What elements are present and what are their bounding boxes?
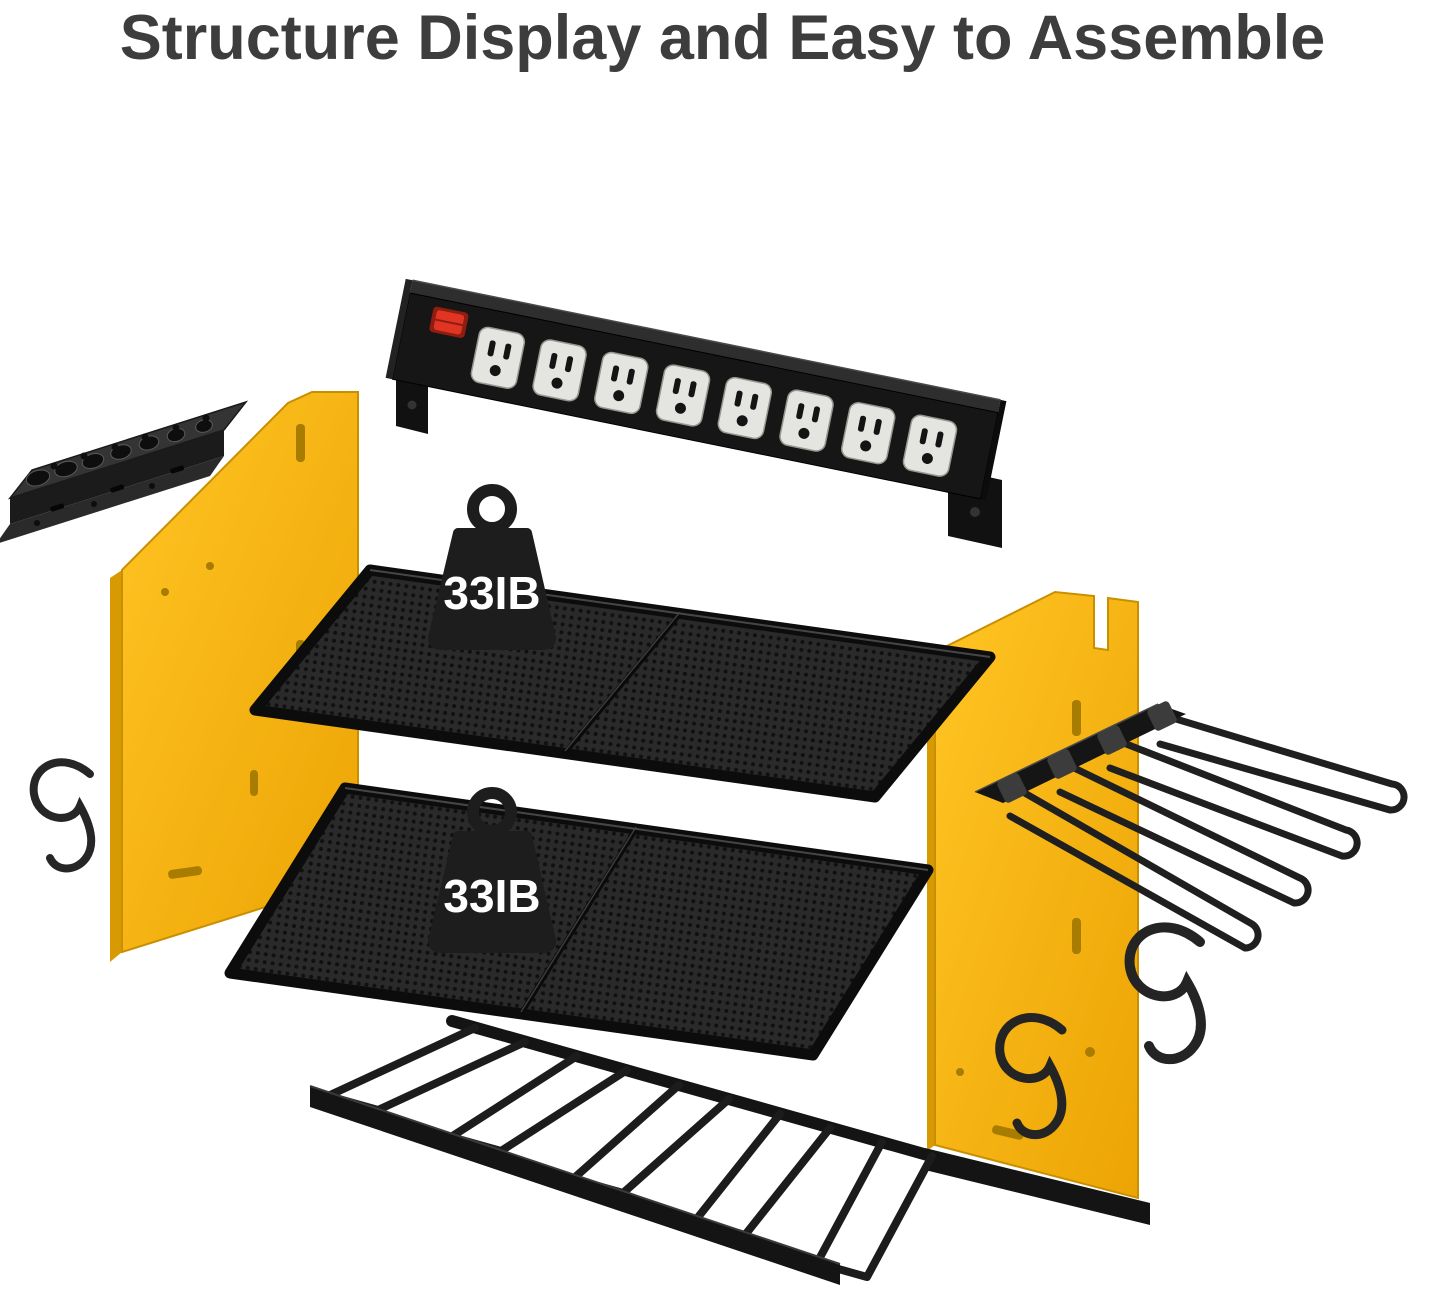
side-panel-left-fold [110, 570, 122, 962]
rack-bottom-loop-1 [324, 1024, 529, 1114]
rack-bottom-loop-3 [569, 1081, 733, 1197]
mesh-shelf-lower-brace-highlight [520, 826, 637, 1013]
mesh-shelf-lower-brace [518, 827, 639, 1016]
side-panel-right-fold [927, 652, 935, 1151]
weight-badge-lower-body [428, 831, 556, 953]
drill-bit-holder-big-holes [25, 419, 213, 487]
rack-bottom-top-bar [446, 1015, 944, 1164]
mesh-shelf-upper-brace [563, 612, 682, 755]
rack-bottom-channel [310, 1086, 840, 1285]
mesh-shelf-lower-rim [344, 787, 929, 871]
drill-bit-holder-lip-holes [34, 483, 155, 526]
power-strip-left-cap [385, 278, 413, 380]
rack-right-rail-highlight [974, 703, 1159, 793]
mesh-shelf-lower [224, 782, 934, 1061]
power-strip-right-cap [980, 399, 1007, 501]
drill-bit-holder-front [10, 430, 224, 524]
rack-right-mount-squares [997, 701, 1177, 803]
mesh-shelf-upper-brace-highlight [564, 611, 681, 752]
power-strip-top-edge [412, 279, 1001, 401]
weight-badge-lower-label: 33IB [443, 870, 540, 922]
side-panel-right-cutouts [956, 700, 1095, 1140]
rack-right-prong-4 [1006, 784, 1262, 952]
rack-bottom-loop-2 [447, 1052, 631, 1155]
rack-right-prong-1 [1156, 712, 1408, 814]
tool-hanger-rack-right [974, 701, 1408, 952]
rack-right-prong-2 [1106, 736, 1361, 860]
side-panel-left-face [121, 391, 359, 954]
power-strip-flange-right-hole [970, 507, 980, 517]
page-title: Structure Display and Easy to Assemble [119, 3, 1326, 73]
power-switch [429, 306, 469, 338]
power-strip-top-face [410, 280, 1001, 413]
drill-bit-holder [0, 400, 249, 543]
drill-bit-holder-lip [0, 456, 224, 543]
bottom-mount-bracket [925, 1148, 1150, 1225]
weight-badge-upper-handle [467, 484, 517, 534]
tool-hanger-rack-bottom [309, 1015, 944, 1285]
mesh-shelf-upper [249, 564, 996, 803]
power-strip-flange-left-hole [407, 400, 417, 410]
weight-badge-upper-label: 33IB [443, 567, 540, 619]
s-hook-left [29, 758, 96, 873]
rack-bottom-loop-4 [691, 1110, 834, 1239]
s-hook-right-large [1124, 922, 1206, 1065]
weight-badge-upper: 33IB [428, 484, 556, 650]
s-hook-right-lower [995, 1013, 1067, 1140]
weight-badge-lower: 33IB [428, 787, 556, 953]
rack-bottom-channel-highlight [309, 1085, 841, 1265]
drill-bit-holder-front-slots [50, 465, 185, 512]
weight-badge-upper-body [428, 528, 556, 650]
power-strip [385, 278, 1007, 548]
drill-bit-holder-small-holes [50, 414, 210, 470]
rack-right-rail [975, 704, 1186, 803]
side-panel-left [110, 391, 359, 962]
rack-bottom-loop-5 [813, 1138, 936, 1281]
rack-right-prong-3 [1056, 760, 1312, 907]
